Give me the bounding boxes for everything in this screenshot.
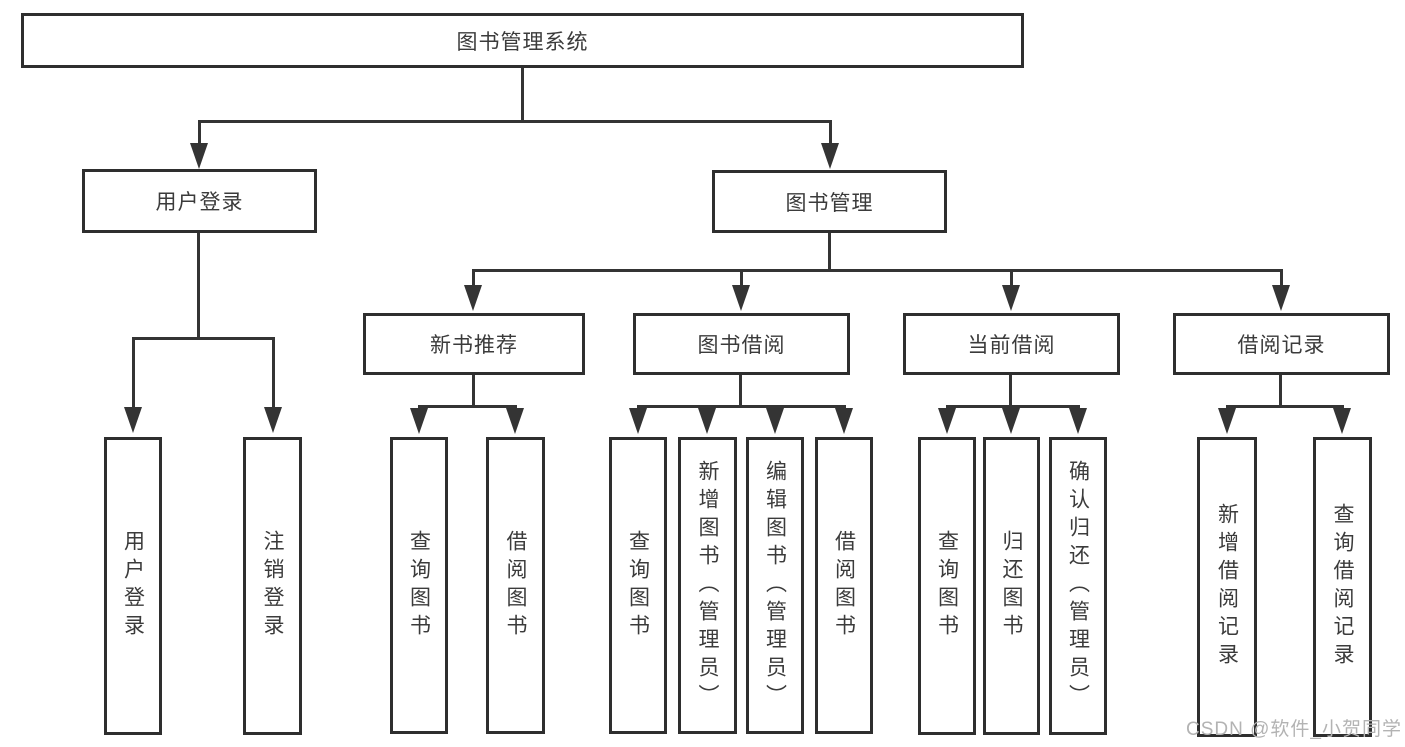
leaf-borrow-books-recommend: 借阅图书 — [486, 437, 545, 734]
connector-line — [740, 269, 743, 287]
connector-line — [272, 337, 275, 409]
connector-line — [472, 375, 475, 408]
node-borrow-records: 借阅记录 — [1173, 313, 1390, 375]
connector-arrowhead — [410, 408, 428, 434]
connector-line — [198, 120, 832, 123]
connector-arrowhead — [938, 408, 956, 434]
node-new-book-recommend: 新书推荐 — [363, 313, 585, 375]
connector-arrowhead — [506, 408, 524, 434]
connector-line — [521, 68, 524, 122]
leaf-edit-book-admin: 编辑图书（管理员） — [746, 437, 804, 734]
connector-line — [828, 233, 831, 272]
watermark: CSDN @软件_小贺同学 — [1186, 719, 1402, 740]
leaf-query-books-recommend: 查询图书 — [390, 437, 448, 734]
node-current-borrow: 当前借阅 — [903, 313, 1120, 375]
leaf-borrow-books-borrow: 借阅图书 — [815, 437, 873, 734]
connector-line — [472, 269, 1282, 272]
connector-line — [197, 233, 200, 340]
leaf-query-books-current: 查询图书 — [918, 437, 976, 735]
connector-arrowhead — [124, 407, 142, 433]
connector-arrowhead — [732, 285, 750, 311]
connector-line — [1009, 375, 1012, 408]
connector-arrowhead — [1069, 408, 1087, 434]
connector-line — [946, 405, 1080, 408]
connector-line — [1226, 405, 1344, 408]
connector-arrowhead — [1272, 285, 1290, 311]
connector-arrowhead — [835, 408, 853, 434]
connector-line — [132, 337, 135, 409]
connector-arrowhead — [1333, 408, 1351, 434]
connector-line — [418, 405, 517, 408]
connector-arrowhead — [698, 408, 716, 434]
node-book-borrow: 图书借阅 — [633, 313, 850, 375]
connector-line — [472, 269, 475, 287]
leaf-user-login: 用户登录 — [104, 437, 162, 735]
connector-arrowhead — [464, 285, 482, 311]
connector-arrowhead — [190, 143, 208, 169]
connector-line — [132, 337, 275, 340]
connector-line — [1279, 375, 1282, 408]
node-book-management: 图书管理 — [712, 170, 947, 233]
connector-arrowhead — [1002, 408, 1020, 434]
connector-line — [637, 405, 846, 408]
connector-line — [198, 120, 201, 145]
connector-line — [1280, 269, 1283, 287]
leaf-logout: 注销登录 — [243, 437, 302, 735]
connector-line — [1010, 269, 1013, 287]
leaf-confirm-return-admin: 确认归还（管理员） — [1049, 437, 1107, 735]
leaf-add-book-admin: 新增图书（管理员） — [678, 437, 737, 734]
node-user-login: 用户登录 — [82, 169, 317, 233]
leaf-query-borrow-record: 查询借阅记录 — [1313, 437, 1372, 737]
connector-arrowhead — [1218, 408, 1236, 434]
connector-line — [739, 375, 742, 408]
connector-arrowhead — [821, 143, 839, 169]
connector-arrowhead — [766, 408, 784, 434]
connector-arrowhead — [629, 408, 647, 434]
leaf-return-books: 归还图书 — [983, 437, 1040, 735]
connector-arrowhead — [1002, 285, 1020, 311]
leaf-add-borrow-record: 新增借阅记录 — [1197, 437, 1257, 737]
leaf-query-books-borrow: 查询图书 — [609, 437, 667, 734]
connector-arrowhead — [264, 407, 282, 433]
node-root: 图书管理系统 — [21, 13, 1024, 68]
connector-line — [829, 120, 832, 145]
